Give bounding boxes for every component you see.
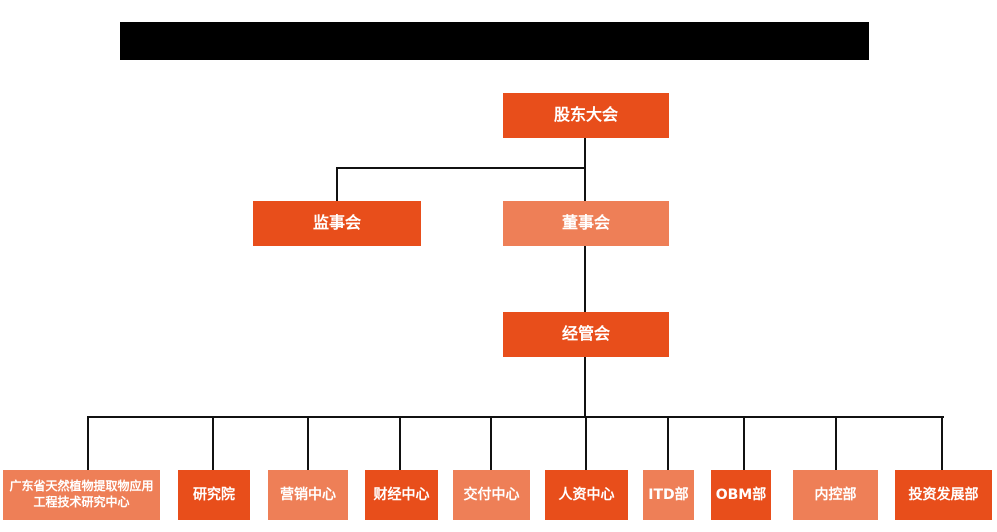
org-node-finance-center: 财经中心: [365, 470, 438, 520]
org-node-obm-department: OBM部: [711, 470, 771, 520]
org-node-supervisory-board: 监事会: [253, 201, 421, 246]
connector-root-down: [584, 138, 586, 202]
org-node-label: 人资中心: [558, 486, 615, 503]
connector-branch-horizontal: [336, 167, 586, 169]
connector-drop: [667, 416, 669, 471]
org-node-label: 经管会: [561, 324, 610, 344]
org-node-shareholders-meeting: 股东大会: [503, 93, 669, 138]
connector-drop: [743, 416, 745, 471]
org-node-label: ITD部: [648, 486, 689, 503]
connector-drop: [490, 416, 492, 471]
org-node-board-of-directors: 董事会: [503, 201, 669, 246]
org-node-label: 交付中心: [463, 486, 520, 503]
org-node-delivery-center: 交付中心: [453, 470, 530, 520]
org-node-label: OBM部: [715, 486, 767, 503]
org-node-label: 财经中心: [373, 486, 430, 503]
org-node-label: 投资发展部: [908, 486, 979, 503]
redacted-title-bar: [120, 22, 869, 60]
org-node-label: 董事会: [561, 213, 610, 233]
org-node-label: 研究院: [193, 486, 235, 503]
org-node-label: 广东省天然植物提取物应用工程技术研究中心: [9, 479, 154, 509]
org-node-internal-control-department: 内控部: [793, 470, 878, 520]
org-node-label: 内控部: [814, 486, 857, 503]
org-node-itd-department: ITD部: [643, 470, 694, 520]
connector-drop: [87, 416, 89, 471]
connector-supervisory-down: [336, 167, 338, 202]
connector-drop: [399, 416, 401, 471]
connector-distribution-horizontal: [87, 416, 944, 418]
org-node-research-center: 广东省天然植物提取物应用工程技术研究中心: [3, 470, 160, 520]
org-node-investment-development-department: 投资发展部: [895, 470, 992, 520]
org-node-label: 监事会: [312, 213, 361, 233]
org-node-research-institute: 研究院: [178, 470, 250, 520]
connector-board-management: [584, 246, 586, 312]
org-node-management-committee: 经管会: [503, 312, 669, 357]
connector-drop: [941, 416, 943, 471]
connector-drop: [212, 416, 214, 471]
connector-drop: [835, 416, 837, 471]
connector-management-down: [584, 357, 586, 417]
connector-drop: [585, 416, 587, 471]
org-node-label: 股东大会: [553, 105, 618, 125]
org-node-label: 营销中心: [280, 486, 336, 503]
org-node-marketing-center: 营销中心: [268, 470, 348, 520]
connector-drop: [307, 416, 309, 471]
org-node-hr-center: 人资中心: [545, 470, 628, 520]
